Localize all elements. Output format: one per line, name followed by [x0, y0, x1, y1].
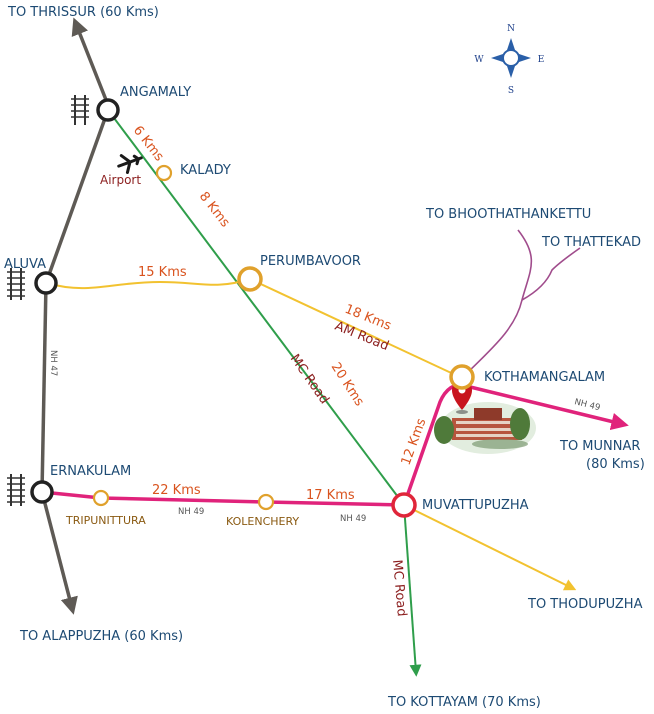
place-perumbavoor: PERUMBAVOOR	[260, 254, 361, 269]
town-marker-perumbavoor	[237, 266, 263, 292]
highway-label-nh47: NH 47	[48, 350, 58, 376]
town-marker-muvattupuzha	[391, 492, 417, 518]
compass-east-label: E	[538, 55, 545, 65]
compass-rose-icon	[491, 38, 531, 78]
place-kolenchery: KOLENCHERY	[226, 515, 299, 528]
town-marker-kolenchery	[257, 493, 275, 511]
place-kothamangalam: KOTHAMANGALAM	[484, 370, 605, 385]
place-airport: Airport	[100, 173, 141, 187]
destination-munnar-line1: TO MUNNAR	[559, 439, 640, 454]
destination-alappuzha: TO ALAPPUZHA (60 Kms)	[19, 629, 183, 644]
road-label-mc-road-upper: MC Road	[287, 352, 332, 407]
town-marker-angamaly	[96, 98, 120, 122]
nh49-munnar	[461, 383, 629, 431]
airplane-icon	[117, 154, 143, 175]
town-marker-kothamangalam	[449, 364, 475, 390]
town-marker-aluva	[34, 271, 58, 295]
am-road	[249, 278, 463, 379]
place-kalady: KALADY	[180, 163, 231, 178]
highway-label-nh49-muvattupuzha: NH 49	[340, 514, 366, 524]
compass-south-label: S	[508, 86, 514, 96]
highway-label-nh49-tripunittura: NH 49	[178, 507, 204, 517]
distance-kalady-perumbavoor: 8 Kms	[196, 189, 233, 230]
bhoothathankettu-road	[461, 229, 533, 379]
road-label-mc-road-lower: MC Road	[389, 559, 409, 617]
place-muvattupuzha: MUVATTUPUZHA	[422, 498, 529, 513]
town-marker-ernakulam	[30, 480, 54, 504]
thodupuzha-road	[403, 504, 577, 591]
nh47-highway-aluva-ernakulam	[40, 282, 48, 493]
place-angamaly: ANGAMALY	[120, 85, 191, 100]
distance-aluva-perumbavoor: 15 Kms	[138, 265, 187, 280]
railway-icon	[7, 268, 25, 300]
railway-icon	[7, 474, 25, 506]
place-tripunittura: TRIPUNITTURA	[65, 514, 146, 527]
place-ernakulam: ERNAKULAM	[50, 464, 131, 479]
distance-ernakulam-kolenchery: 22 Kms	[152, 483, 201, 498]
destination-munnar-line2: (80 Kms)	[586, 457, 645, 472]
compass-north-label: N	[507, 24, 515, 34]
town-marker-tripunittura	[92, 489, 110, 507]
destination-thattekad: TO THATTEKAD	[541, 235, 641, 250]
nh49-ernakulam-muvattupuzha	[41, 490, 405, 507]
nh47-highway-south	[40, 491, 78, 615]
mc-road-south	[403, 504, 422, 677]
railway-icon	[71, 95, 89, 125]
destination-bhoothathankettu: TO BHOOTHATHANKETTU	[425, 207, 591, 222]
destination-thrissur: TO THRISSUR (60 Kms)	[7, 5, 159, 20]
destination-thodupuzha: TO THODUPUZHA	[527, 597, 643, 612]
destination-kottayam: TO KOTTAYAM (70 Kms)	[387, 695, 541, 710]
place-aluva: ALUVA	[4, 257, 46, 272]
hotel-photo	[434, 402, 536, 454]
nh47-highway	[71, 17, 112, 111]
compass-west-label: W	[474, 55, 484, 65]
highway-label-nh49-munnar: NH 49	[573, 397, 601, 413]
distance-perumbavoor-muvattupuzha: 20 Kms	[328, 360, 367, 409]
thattekad-road	[521, 247, 581, 301]
town-marker-kalady	[155, 164, 173, 182]
distance-kolenchery-muvattupuzha: 17 Kms	[306, 488, 355, 503]
aluva-perumbavoor-road	[45, 278, 251, 290]
nh47-highway-angamaly-aluva	[44, 109, 110, 284]
